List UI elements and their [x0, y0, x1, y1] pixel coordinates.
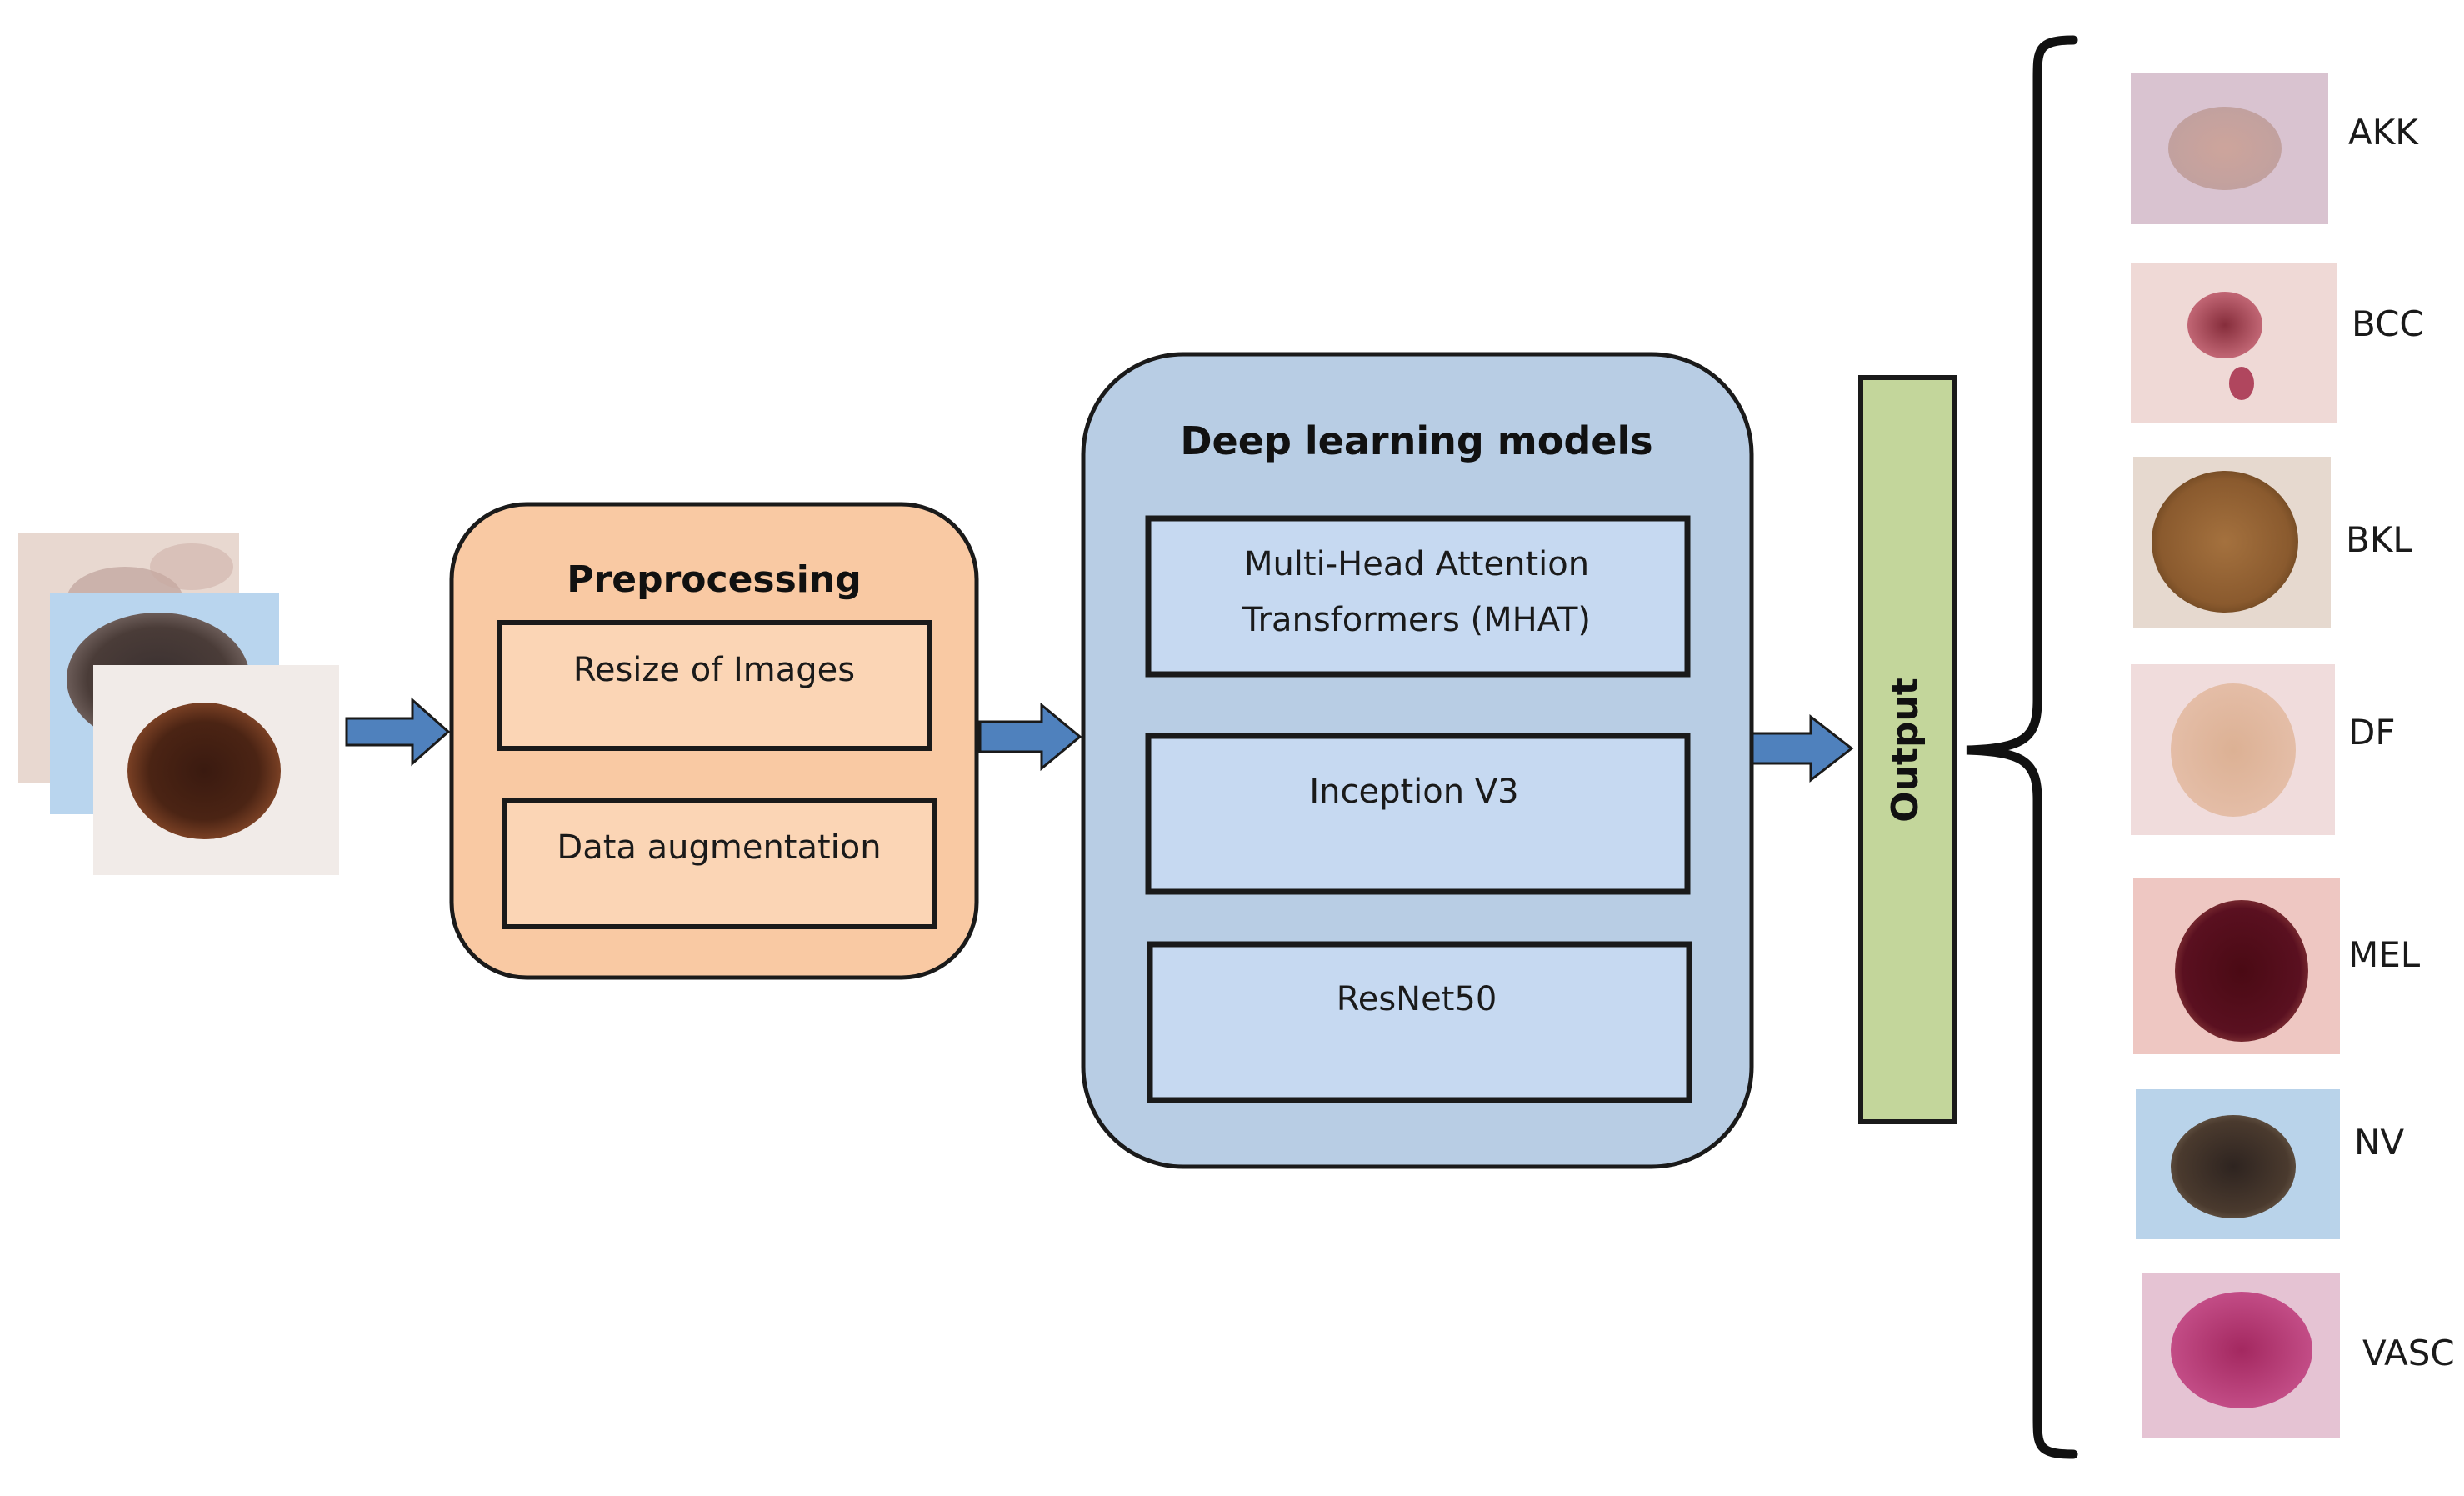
class-label: BKL	[2346, 519, 2412, 560]
class-curly-brace	[1966, 35, 2078, 1459]
preprocessing-step-label: Resize of Images	[573, 651, 855, 689]
output-block: Output	[1858, 375, 1957, 1124]
class-thumbnail-mel	[2133, 878, 2340, 1054]
model-item-inception: Inception V3	[1145, 733, 1691, 895]
input-image-stack	[18, 533, 339, 875]
model-label-line2: Transformers (MHAT)	[1242, 601, 1591, 639]
class-item-bcc: BCC	[2131, 263, 2424, 423]
class-label: AKK	[2348, 112, 2419, 153]
class-item-nv: NV	[2136, 1089, 2404, 1239]
models-title: Deep learning models	[1180, 418, 1652, 463]
model-label-line1: Inception V3	[1309, 773, 1518, 811]
preprocessing-step-resize: Resize of Images	[497, 620, 932, 751]
arrow-models-to-output	[1748, 713, 1854, 783]
class-thumbnail-df	[2131, 664, 2335, 835]
class-label: DF	[2348, 712, 2396, 753]
model-item-resnet: ResNet50	[1147, 941, 1692, 1103]
class-item-df: DF	[2131, 664, 2396, 835]
class-thumbnail-vasc	[2142, 1273, 2340, 1438]
class-item-mel: MEL	[2133, 878, 2421, 1054]
class-item-bkl: BKL	[2133, 457, 2412, 628]
class-thumbnail-akk	[2131, 73, 2328, 224]
input-lesion-image-front	[93, 665, 339, 875]
preprocessing-step-augmentation: Data augmentation	[502, 798, 937, 929]
arrow-input-to-preprocessing	[345, 697, 451, 767]
class-thumbnail-nv	[2136, 1089, 2340, 1239]
class-label: NV	[2354, 1122, 2404, 1163]
model-label-line1: ResNet50	[1337, 980, 1497, 1018]
class-list: AKK BCC BKL DF	[2131, 73, 2455, 1438]
class-label: MEL	[2348, 934, 2421, 975]
class-thumbnail-bkl	[2133, 457, 2331, 628]
class-thumbnail-bcc	[2131, 263, 2337, 423]
class-label: BCC	[2352, 303, 2424, 344]
output-label: Output	[1884, 678, 1927, 823]
class-item-vasc: VASC	[2142, 1273, 2455, 1438]
preprocessing-block: Preprocessing Resize of Images Data augm…	[449, 502, 979, 980]
model-item-mhat: Multi-Head Attention Transformers (MHAT)	[1145, 515, 1691, 678]
models-block: Deep learning models Multi-Head Attentio…	[1081, 352, 1754, 1169]
preprocessing-step-label: Data augmentation	[557, 828, 881, 867]
model-label-line1: Multi-Head Attention	[1244, 545, 1589, 583]
class-item-akk: AKK	[2131, 73, 2419, 224]
class-label: VASC	[2362, 1333, 2455, 1373]
preprocessing-title: Preprocessing	[567, 558, 861, 601]
arrow-preprocessing-to-models	[978, 702, 1082, 772]
